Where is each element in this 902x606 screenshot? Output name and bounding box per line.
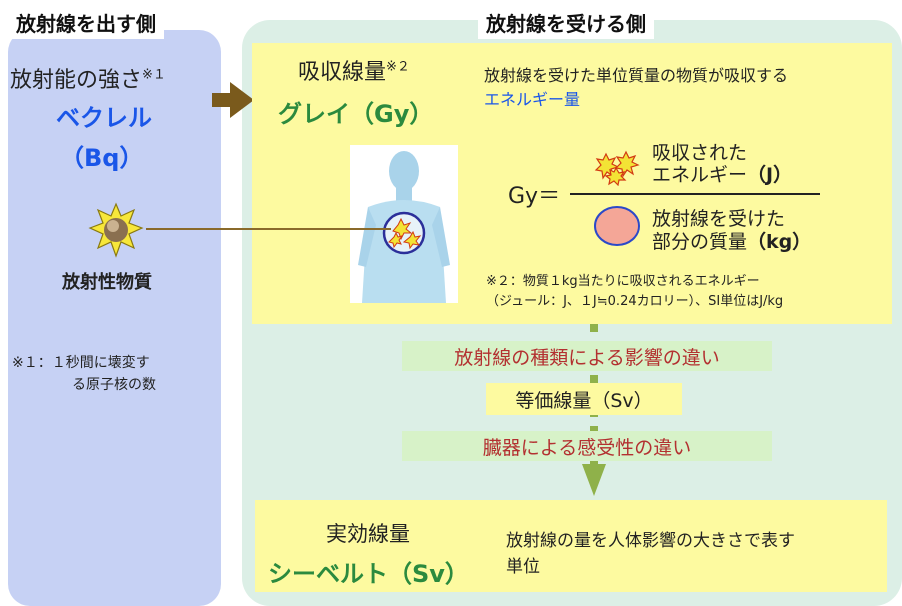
energy-burst-icon [594,150,640,186]
human-body-icon [350,145,458,303]
effective-description-line2: 単位 [506,557,540,577]
activity-label: 放射能の強さ※１ [10,67,166,93]
receiver-header: 放射線を受ける側 [478,6,654,39]
absorbed-description-line2: エネルギー量 [484,90,581,109]
footnote2-line1: ※２：物質１kg当たりに吸収されるエネルギー [486,274,760,289]
emitter-header: 放射線を出す側 [8,6,164,39]
formula-numerator-line2: エネルギー（J） [652,164,793,186]
footnote1-line2: る原子核の数 [72,377,156,393]
equivalent-dose-label: 等価線量（Sv） [486,383,682,415]
gray-unit: グレイ（Gy） [278,100,434,128]
sievert-unit: シーベルト（Sv） [268,560,469,588]
footnote1-line1: ※１：１秒間に壊変す [12,355,150,371]
step-organ-sensitivity: 臓器による感受性の違い [402,431,772,461]
effective-description-line1: 放射線の量を人体影響の大きさで表す [506,531,795,551]
formula-numerator-line1: 吸収された [652,142,748,164]
effective-dose-box [255,500,887,592]
fraction-bar [570,193,820,195]
footnote2-line2: （ジュール：J、１J≒0.24カロリー）、SI単位はJ/kg [486,294,784,309]
effective-dose-label: 実効線量 [326,522,410,546]
radioactive-substance-label: 放射性物質 [62,272,152,293]
formula-lhs: Gy＝ [508,184,561,209]
absorbed-dose-label: 吸収線量※２ [298,59,410,85]
emitter-panel [8,30,221,606]
radioactive-substance-icon [88,202,144,258]
formula-denominator-line1: 放射線を受けた [652,208,786,230]
radiation-line [146,228,391,230]
becquerel-symbol: （Bq） [60,144,144,172]
body-mass-icon [594,206,640,246]
becquerel-label: ベクレル [56,104,152,132]
right-arrow-icon [212,82,254,118]
step-radiation-type: 放射線の種類による影響の違い [402,341,772,371]
absorbed-description-line1: 放射線を受けた単位質量の物質が吸収する [484,66,789,85]
formula-denominator-line2: 部分の質量（kg） [652,231,812,253]
